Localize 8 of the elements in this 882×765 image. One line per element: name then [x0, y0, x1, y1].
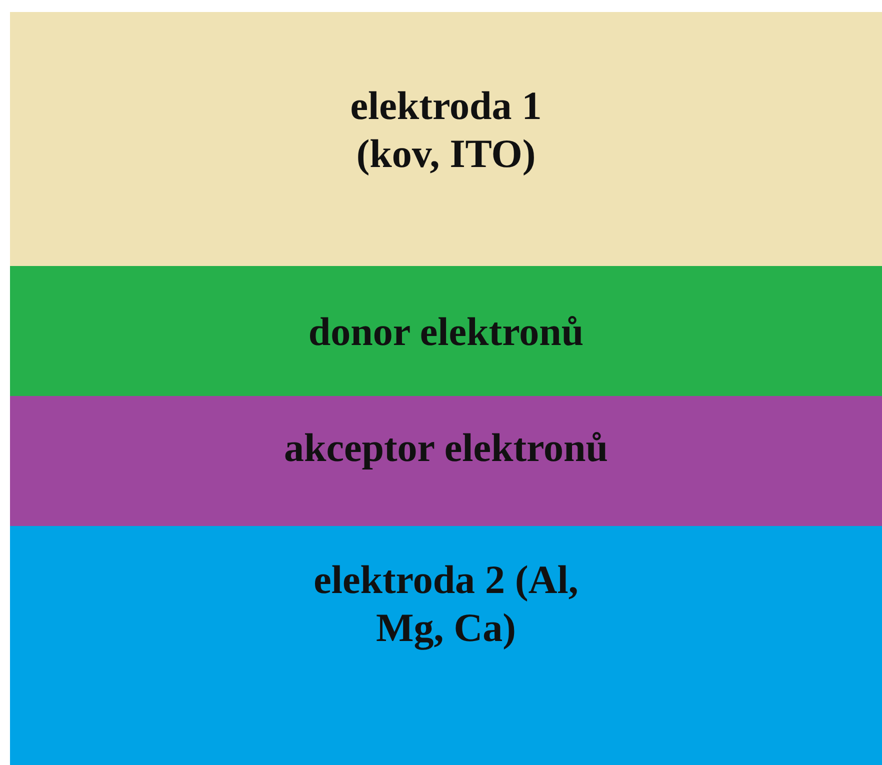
layer-band — [10, 12, 882, 266]
layer-band — [10, 266, 882, 396]
layer-band — [10, 526, 882, 765]
layer-label: elektroda 2 (Al, Mg, Ca) — [312, 556, 580, 652]
layer-label: elektroda 1 (kov, ITO) — [349, 82, 543, 178]
layer-label: donor elektronů — [308, 308, 584, 356]
layer-label: akceptor elektronů — [284, 424, 608, 472]
layer-band — [10, 396, 882, 526]
